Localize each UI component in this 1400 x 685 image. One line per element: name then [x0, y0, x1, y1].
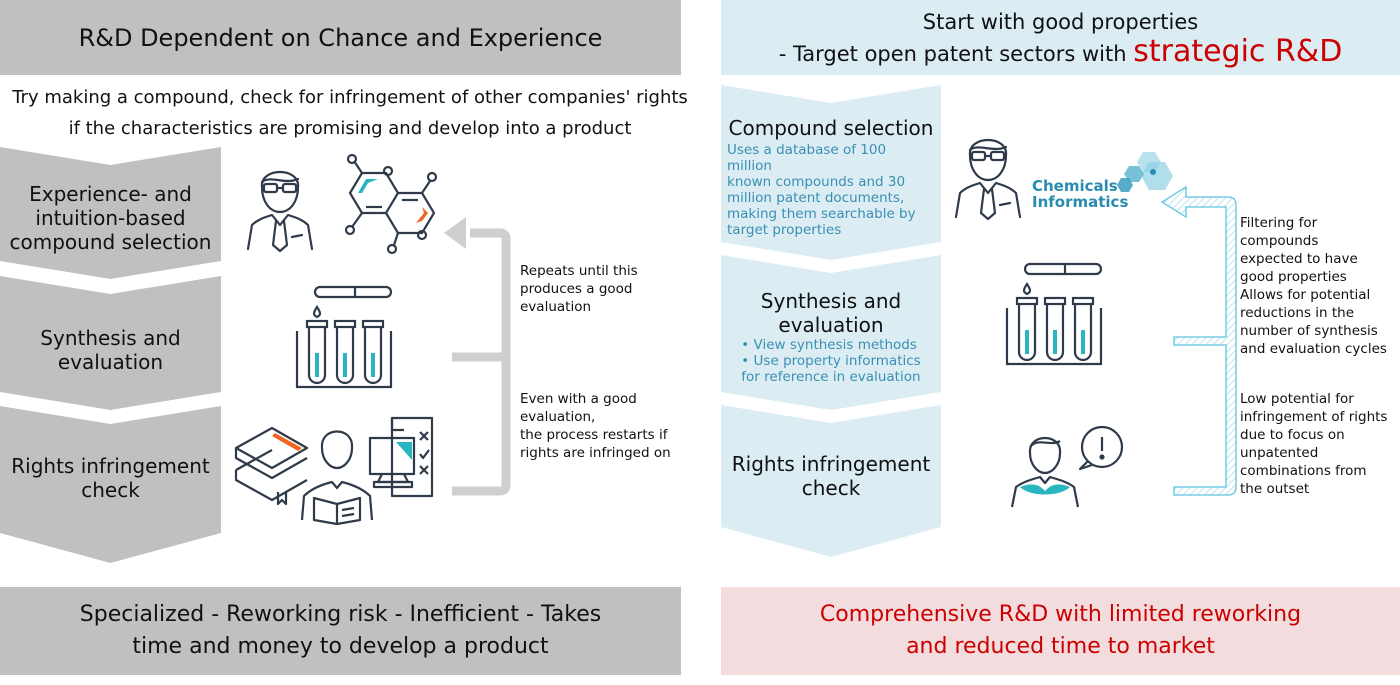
left-conclusion-line2: time and money to develop a product: [132, 634, 549, 659]
note-line: reductions in the: [1240, 305, 1355, 321]
step-label: evaluation: [57, 350, 164, 374]
step-description: • View synthesis methods • Use property …: [735, 337, 926, 385]
desc-line: • View synthesis methods: [741, 336, 917, 353]
note-line: the outset: [1240, 481, 1310, 497]
desc-line: target properties: [727, 221, 842, 238]
molecule-accent-orange: [416, 207, 428, 223]
researcher-reading-icon: [234, 416, 434, 526]
note-line: evaluation,: [520, 409, 596, 425]
step-label: Experience- and: [29, 182, 192, 206]
right-conclusion-line1: Comprehensive R&D with limited reworking: [819, 602, 1302, 627]
note-line: number of synthesis: [1240, 323, 1378, 339]
note-line: expected to have: [1240, 251, 1358, 267]
step-title: Synthesis and: [760, 288, 902, 313]
note-line: Filtering for: [1240, 215, 1318, 231]
right-conclusion-line2: and reduced time to market: [906, 634, 1215, 659]
step-title: Compound selection: [728, 115, 934, 140]
note-restart: Even with a good evaluation, the process…: [520, 390, 671, 462]
desc-line: million patent documents,: [727, 189, 905, 206]
desc-line: known compounds and 30: [727, 173, 906, 190]
step-title: check: [801, 476, 861, 500]
note-filtering: Filtering for compounds expected to have…: [1240, 214, 1387, 358]
right-title-line2: - Target open patent sectors with strate…: [778, 33, 1343, 69]
logo-line2: Informatics: [1032, 193, 1129, 211]
left-conclusion-line1: Specialized - Reworking risk - Inefficie…: [79, 602, 602, 627]
note-line: combinations from: [1240, 463, 1367, 479]
molecule-accent-teal: [358, 179, 378, 193]
businessman-icon: [246, 171, 314, 253]
note-line: rights are infringed on: [520, 445, 671, 461]
step-label: intuition-based: [35, 206, 186, 230]
left-conclusion-banner: Specialized - Reworking risk - Inefficie…: [0, 587, 681, 675]
repeat-loop-arrow: [444, 217, 511, 496]
filtering-loop-arrow: [1160, 185, 1237, 496]
left-title-banner: R&D Dependent on Chance and Experience: [0, 0, 681, 75]
businessman-icon: [954, 139, 1022, 221]
note-line: Low potential for: [1240, 391, 1354, 407]
note-line: Repeats until this: [520, 263, 638, 279]
note-line: and evaluation cycles: [1240, 341, 1387, 357]
right-title-prefix: - Target open patent sectors with: [778, 41, 1134, 66]
right-conclusion-banner: Comprehensive R&D with limited reworking…: [721, 587, 1400, 675]
note-line: good properties: [1240, 269, 1347, 285]
note-line: evaluation: [520, 299, 592, 315]
step-label: compound selection: [9, 230, 212, 254]
left-subtitle: Try making a compound, check for infring…: [0, 82, 700, 144]
test-tubes-icon: [1005, 262, 1103, 366]
right-title-banner: Start with good properties - Target open…: [721, 0, 1400, 75]
right-title-highlight: strategic R&D: [1133, 33, 1343, 69]
left-step-rights-check: Rights infringement check: [0, 406, 221, 563]
desc-line: • Use property informatics: [741, 352, 921, 369]
step-title: Rights infringement: [731, 452, 931, 476]
right-step-rights-check: Rights infringement check: [721, 405, 941, 557]
left-step-synthesis: Synthesis and evaluation: [0, 276, 221, 410]
left-step-compound-selection: Experience- and intuition-based compound…: [0, 147, 221, 279]
molecule-icon: [344, 153, 438, 255]
left-subtitle-line1: Try making a compound, check for infring…: [12, 87, 688, 108]
left-title: R&D Dependent on Chance and Experience: [78, 23, 603, 52]
note-line: Allows for potential: [1240, 287, 1371, 303]
note-line: compounds: [1240, 233, 1319, 249]
note-line: unpatented: [1240, 445, 1319, 461]
book-accent: [272, 433, 302, 451]
desc-line: making them searchable by: [727, 205, 916, 222]
step-label: check: [81, 477, 140, 502]
step-label: Rights infringement: [11, 453, 210, 478]
hexagon-cluster-icon: [1117, 152, 1173, 192]
step-label: Synthesis and: [40, 326, 181, 350]
note-line: due to focus on: [1240, 427, 1345, 443]
step-title: evaluation: [778, 312, 884, 337]
test-tubes-icon: [295, 285, 393, 389]
monitor-accent: [396, 442, 412, 460]
right-title-line1: Start with good properties: [922, 9, 1199, 34]
chemicals-informatics-logo: Chemicals Informatics: [1032, 178, 1128, 210]
desc-line: for reference in evaluation: [741, 368, 921, 385]
note-line: produces a good: [520, 281, 633, 297]
note-line: the process restarts if: [520, 427, 668, 443]
note-line: infringement of rights: [1240, 409, 1388, 425]
logo-line1: Chemicals: [1032, 177, 1118, 195]
note-repeat: Repeats until this produces a good evalu…: [520, 262, 638, 316]
note-low-risk: Low potential for infringement of rights…: [1240, 390, 1387, 498]
right-step-compound-selection: Compound selection Uses a database of 10…: [721, 85, 941, 260]
right-step-synthesis: Synthesis and evaluation • View synthesi…: [721, 255, 941, 410]
desc-line: Uses a database of 100 million: [727, 141, 887, 174]
note-line: Even with a good: [520, 391, 637, 407]
left-subtitle-line2: if the characteristics are promising and…: [68, 118, 632, 139]
step-description: Uses a database of 100 million known com…: [721, 142, 941, 238]
person-alert-icon: [1010, 425, 1124, 508]
